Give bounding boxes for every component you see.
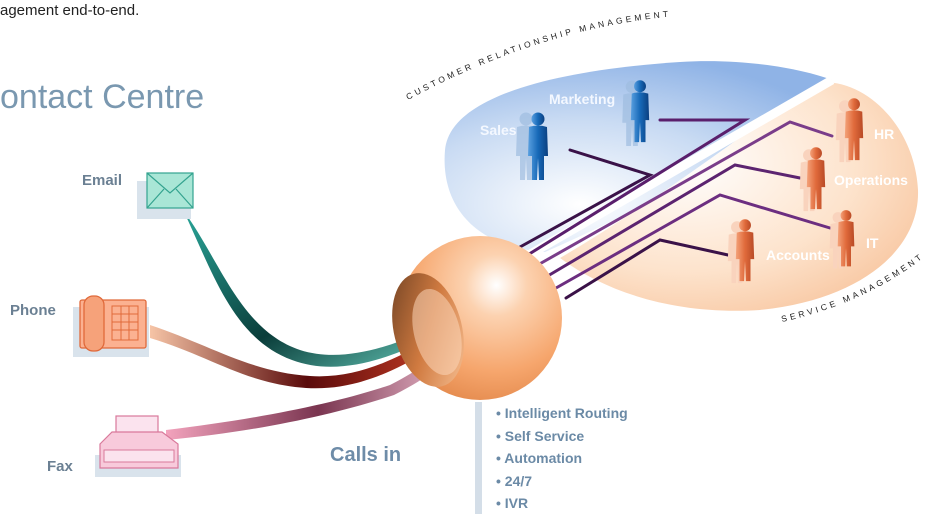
email-ribbon bbox=[183, 210, 462, 367]
dept-label-sales: Sales bbox=[480, 122, 517, 138]
routing-lines bbox=[518, 118, 834, 300]
telephone-icon bbox=[73, 295, 149, 357]
feature-item: Intelligent Routing bbox=[496, 402, 675, 425]
dept-label-hr: HR bbox=[874, 126, 895, 142]
crm-region bbox=[444, 61, 832, 252]
envelope-icon bbox=[137, 172, 194, 219]
dept-label-it: IT bbox=[866, 235, 879, 251]
service-region bbox=[560, 81, 919, 311]
email-label: Email bbox=[82, 172, 123, 189]
calls-in-label: Calls in bbox=[330, 444, 402, 466]
dept-label-marketing: Marketing bbox=[549, 91, 616, 107]
fax-label: Fax bbox=[47, 458, 73, 475]
dept-label-accounts: Accounts bbox=[766, 247, 830, 263]
phone-label: Phone bbox=[10, 302, 56, 319]
fax-ribbon bbox=[166, 335, 470, 440]
feature-item: 24/7 bbox=[496, 470, 675, 493]
page-title: ontact Centre bbox=[0, 78, 205, 116]
feature-item: Automation bbox=[496, 447, 675, 470]
features-list: Intelligent Routing Self Service Automat… bbox=[475, 402, 675, 514]
fax-machine-icon bbox=[95, 415, 181, 477]
dept-label-operations: Operations bbox=[834, 172, 908, 188]
feature-item: IVR bbox=[496, 492, 675, 515]
phone-ribbon bbox=[150, 320, 464, 389]
feature-item: Self Service bbox=[496, 425, 675, 448]
intro-text: agement end-to-end. bbox=[0, 2, 140, 19]
